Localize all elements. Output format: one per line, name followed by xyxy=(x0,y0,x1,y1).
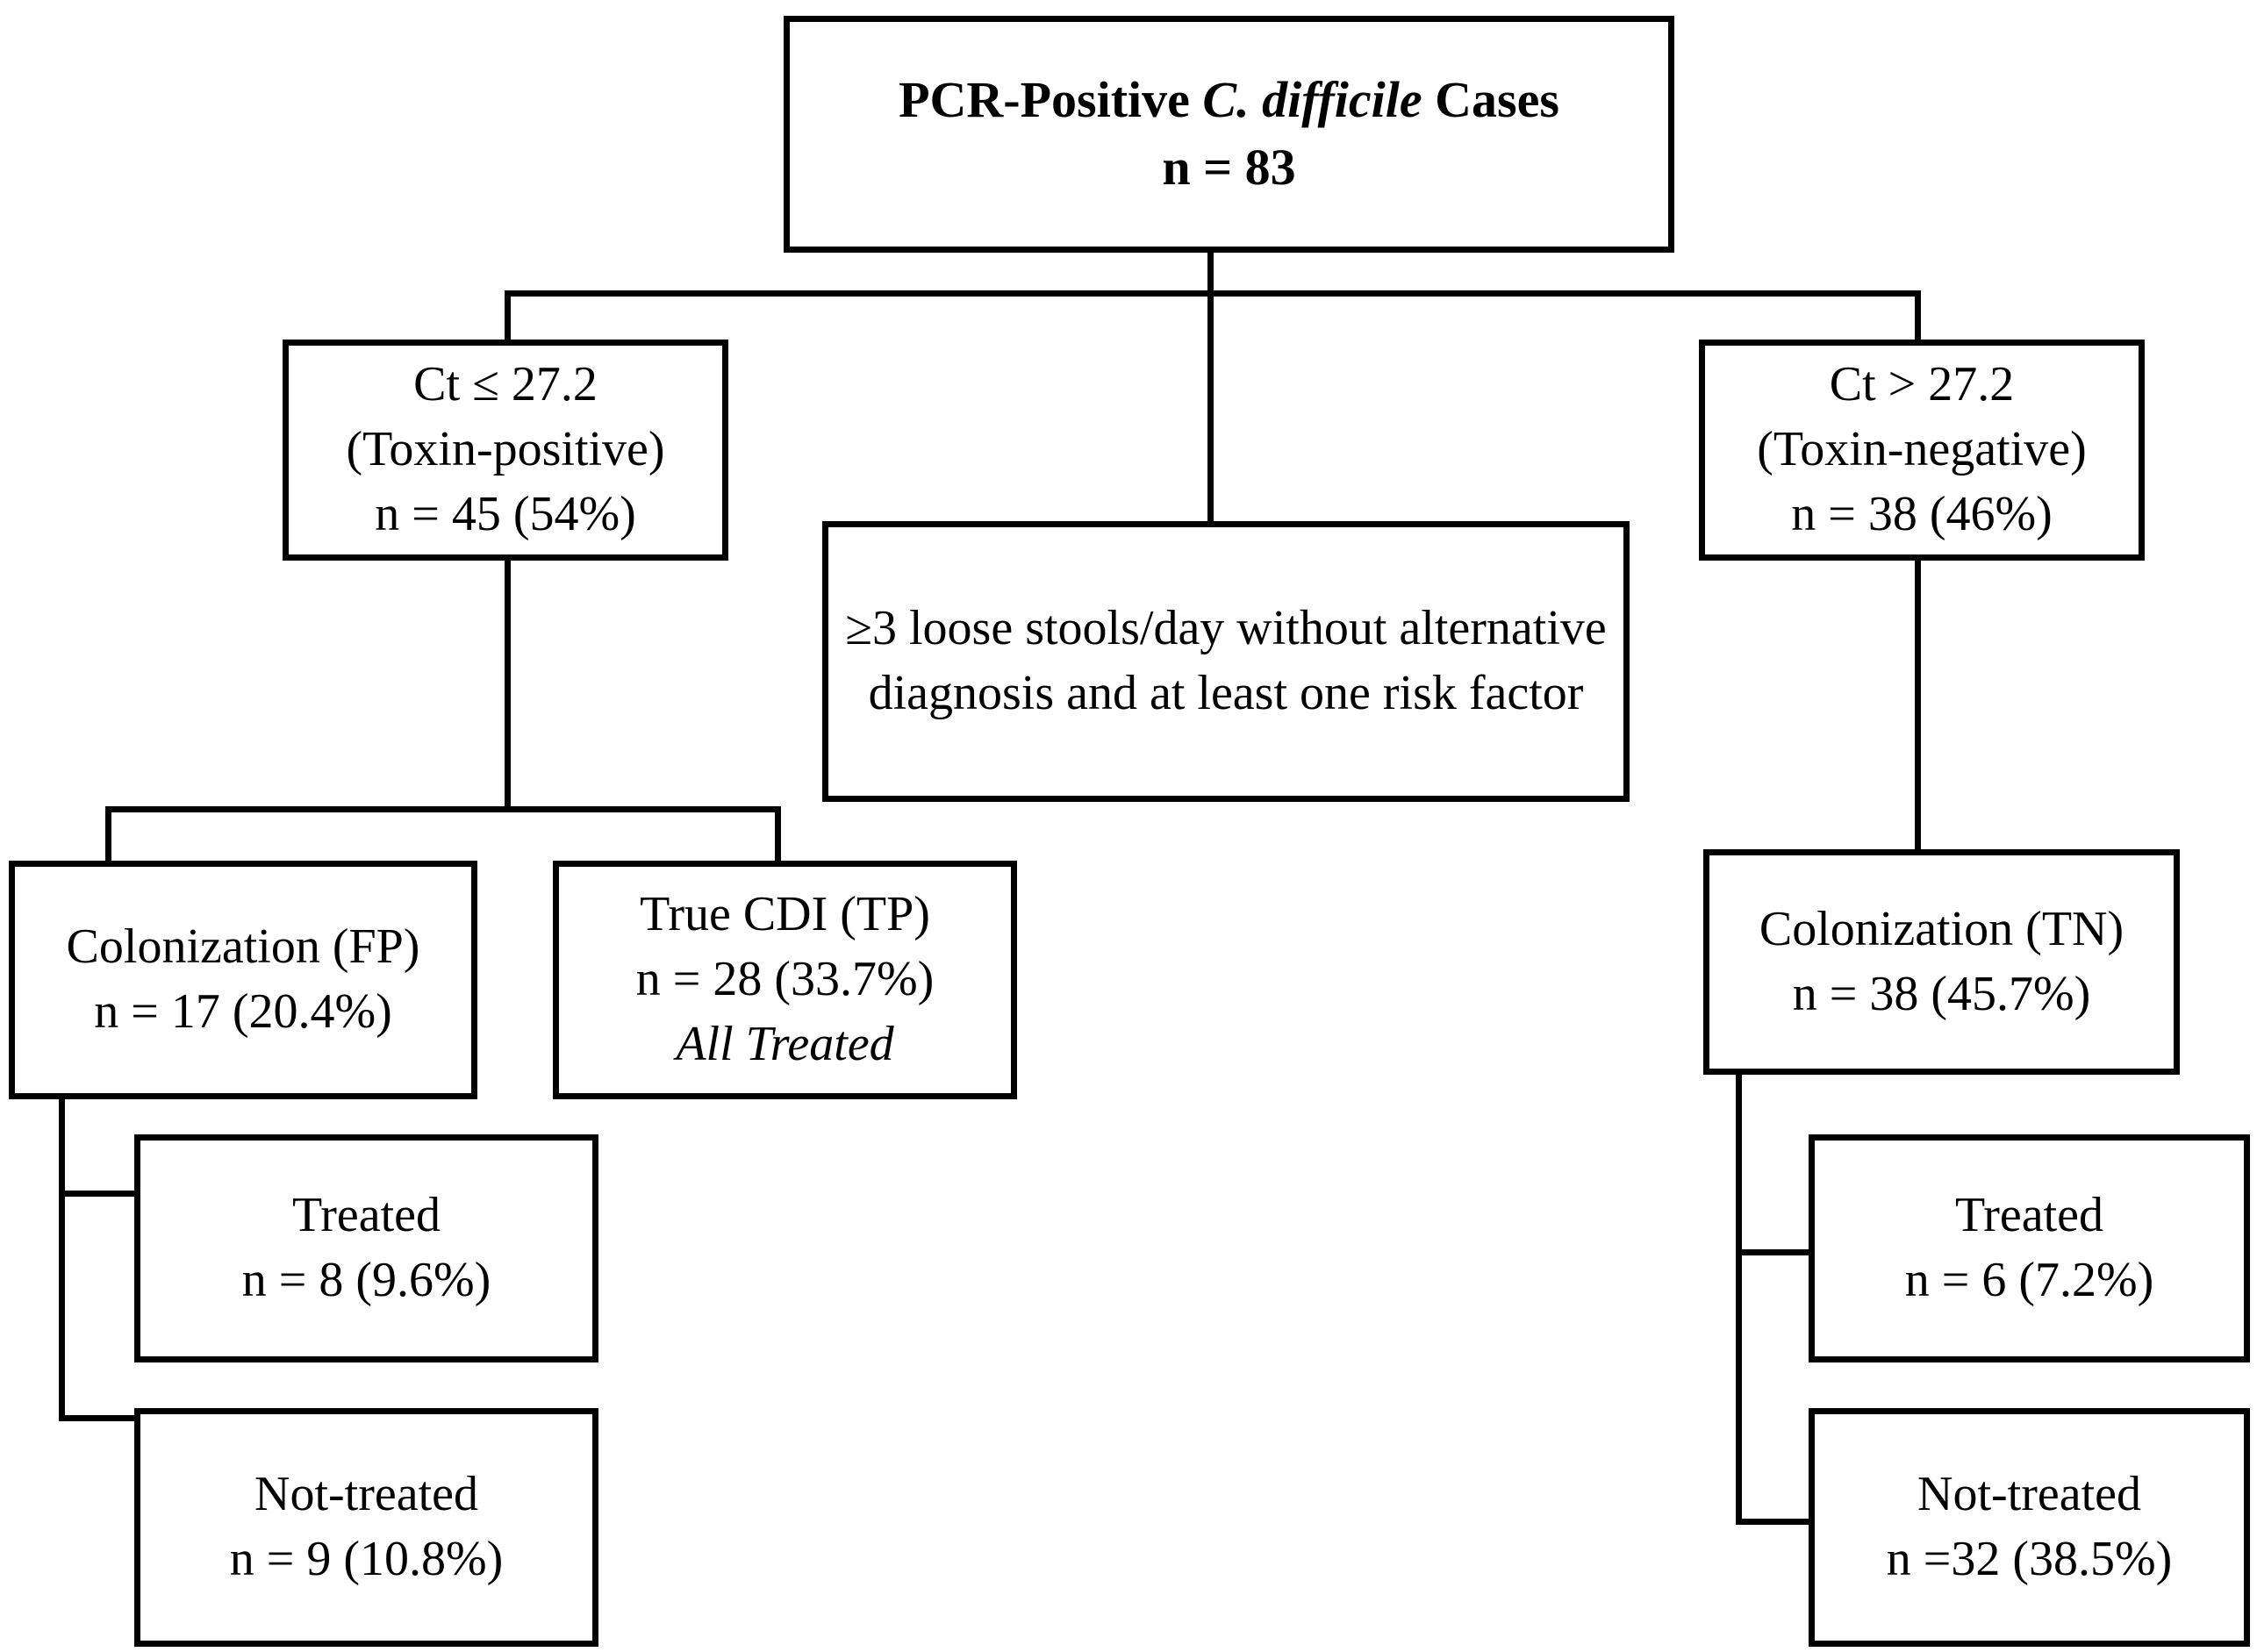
ct-high-threshold: Ct > 27.2 xyxy=(1829,357,2015,412)
connector-fp-treated-stub xyxy=(59,1191,140,1197)
fp-treated-box[interactable]: Treated n = 8 (9.6%) xyxy=(134,1134,598,1362)
pcr-positive-cases-box[interactable]: PCR-Positive C. difficile Cases n = 83 xyxy=(784,16,1674,253)
clinical-criteria-text: ≥3 loose stools/day without alternative … xyxy=(845,601,1607,720)
fp-treated-count: n = 8 (9.6%) xyxy=(241,1253,491,1307)
connector-right-branch-stem xyxy=(1915,560,1921,853)
root-title-post: Cases xyxy=(1422,71,1559,129)
connector-fp-not-treated-stub xyxy=(59,1415,140,1421)
root-title-line: PCR-Positive C. difficile Cases xyxy=(899,67,1559,134)
tn-treated-count: n = 6 (7.2%) xyxy=(1904,1253,2154,1307)
root-count-line: n = 83 xyxy=(1162,139,1296,196)
clinical-criteria-box[interactable]: ≥3 loose stools/day without alternative … xyxy=(822,521,1630,802)
colonization-fp-label: Colonization (FP) xyxy=(66,919,420,975)
ct-low-label: (Toxin-positive) xyxy=(346,422,665,477)
connector-left-branch-stem xyxy=(505,560,511,811)
true-cdi-true-positive-box[interactable]: True CDI (TP) n = 28 (33.7%) All Treated xyxy=(553,861,1017,1099)
colonization-tn-count: n = 38 (45.7%) xyxy=(1792,966,2091,1021)
ct-low-toxin-positive-box[interactable]: Ct ≤ 27.2 (Toxin-positive) n = 45 (54%) xyxy=(283,340,728,561)
fp-treated-label: Treated xyxy=(291,1188,441,1243)
connector-right-branch-drop xyxy=(1915,290,1921,340)
true-cdi-count: n = 28 (33.7%) xyxy=(635,952,935,1007)
fp-not-treated-count: n = 9 (10.8%) xyxy=(229,1532,504,1586)
tn-not-treated-count: n =32 (38.5%) xyxy=(1886,1532,2173,1586)
connector-tp-drop xyxy=(775,806,781,861)
fp-not-treated-label: Not-treated xyxy=(254,1467,478,1522)
colonization-true-negative-box[interactable]: Colonization (TN) n = 38 (45.7%) xyxy=(1703,849,2180,1075)
connector-root-stem xyxy=(1207,248,1214,297)
tn-treated-box[interactable]: Treated n = 6 (7.2%) xyxy=(1809,1134,2250,1362)
colonization-false-positive-box[interactable]: Colonization (FP) n = 17 (20.4%) xyxy=(9,861,477,1099)
connector-left-branch-drop xyxy=(505,290,511,340)
tn-not-treated-label: Not-treated xyxy=(1917,1467,2141,1522)
fp-not-treated-box[interactable]: Not-treated n = 9 (10.8%) xyxy=(134,1408,598,1647)
connector-fp-drop xyxy=(105,806,111,861)
ct-high-count: n = 38 (46%) xyxy=(1791,486,2053,541)
ct-low-count: n = 45 (54%) xyxy=(375,486,636,541)
ct-low-threshold: Ct ≤ 27.2 xyxy=(413,357,598,412)
ct-high-label: (Toxin-negative) xyxy=(1757,422,2087,477)
true-cdi-label: True CDI (TP) xyxy=(640,887,930,942)
connector-fp-children-spine xyxy=(59,1072,65,1421)
connector-criteria-stem xyxy=(1207,290,1214,523)
tn-treated-label: Treated xyxy=(1954,1188,2103,1243)
root-title-species: C. difficile xyxy=(1202,71,1422,129)
connector-tn-not-treated-stub xyxy=(1736,1519,1815,1525)
colonization-tn-label: Colonization (TN) xyxy=(1759,901,2124,956)
connector-left-split-bar xyxy=(105,806,781,812)
ct-high-toxin-negative-box[interactable]: Ct > 27.2 (Toxin-negative) n = 38 (46%) xyxy=(1699,340,2145,561)
true-cdi-treatment-note: All Treated xyxy=(676,1016,894,1071)
tn-not-treated-box[interactable]: Not-treated n =32 (38.5%) xyxy=(1809,1408,2250,1647)
root-title-pre: PCR-Positive xyxy=(899,71,1203,129)
connector-tn-children-spine xyxy=(1736,1072,1742,1525)
connector-tn-treated-stub xyxy=(1736,1249,1815,1255)
colonization-fp-count: n = 17 (20.4%) xyxy=(94,984,392,1039)
